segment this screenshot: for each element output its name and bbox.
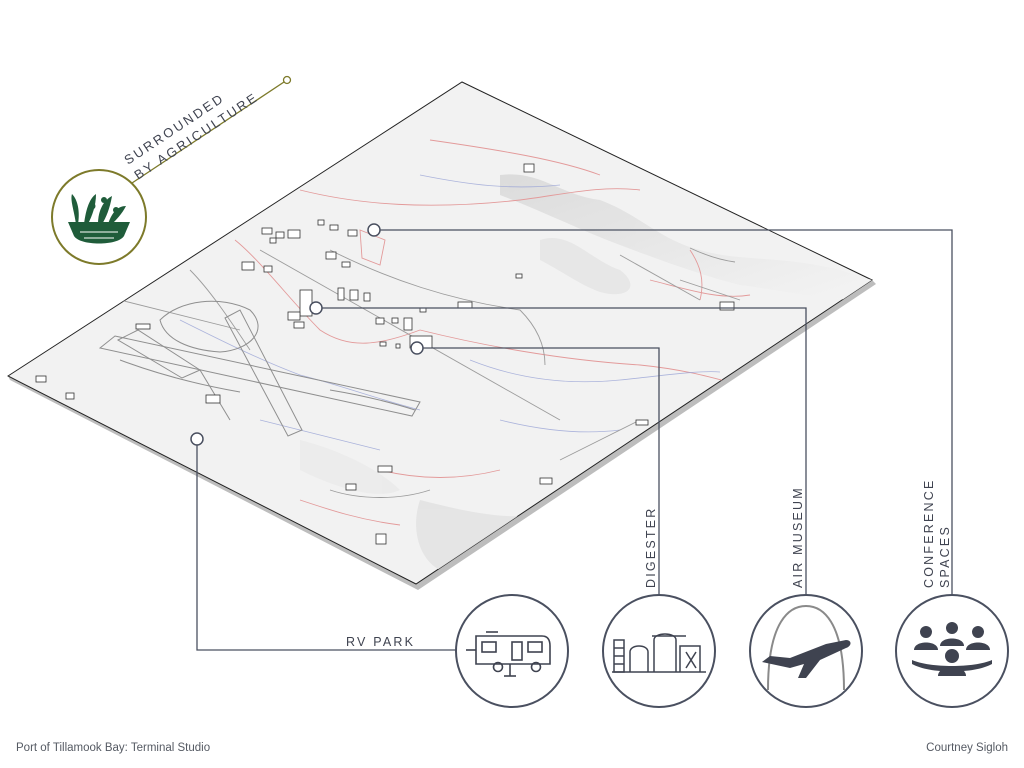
plants-in-basket-icon [68, 194, 130, 244]
leader-lines [131, 79, 953, 651]
terrain-shading [300, 174, 872, 570]
agriculture-callout [51, 169, 147, 265]
streams [179, 174, 721, 451]
digester-label: DIGESTER [644, 507, 658, 589]
map-markers[interactable] [190, 223, 424, 446]
footer-author: Courtney Sigloh [926, 742, 1008, 754]
property-lines [234, 139, 751, 526]
airplane-hangar-icon [762, 604, 851, 691]
rv-park-label: RV PARK [346, 635, 415, 649]
leader-agriculture [131, 79, 288, 184]
leader-digester [417, 347, 660, 598]
conference-label-line2: SPACES [938, 525, 952, 588]
leader-rv-park [196, 439, 456, 651]
conference-callout [895, 594, 1009, 708]
marker-air-museum [309, 301, 323, 315]
roads [119, 247, 741, 498]
airport-runways [98, 300, 421, 437]
marker-digester [410, 341, 424, 355]
digester-plant-icon [612, 633, 706, 673]
marker-conference [367, 223, 381, 237]
meeting-people-icon [912, 622, 992, 676]
air-museum-label: AIR MUSEUM [791, 486, 805, 588]
leader-air-museum [316, 307, 807, 598]
marker-rv-park [190, 432, 204, 446]
air-museum-callout [749, 594, 863, 708]
marker-agriculture [282, 75, 292, 85]
digester-callout [602, 594, 716, 708]
site-map [7, 81, 876, 590]
rv-park-callout [455, 594, 569, 708]
footer-project-title: Port of Tillamook Bay: Terminal Studio [16, 742, 211, 754]
buildings [35, 163, 735, 545]
camper-trailer-icon [466, 631, 551, 677]
conference-label-line1: CONFERENCE [922, 478, 936, 588]
leader-conference [374, 229, 953, 598]
